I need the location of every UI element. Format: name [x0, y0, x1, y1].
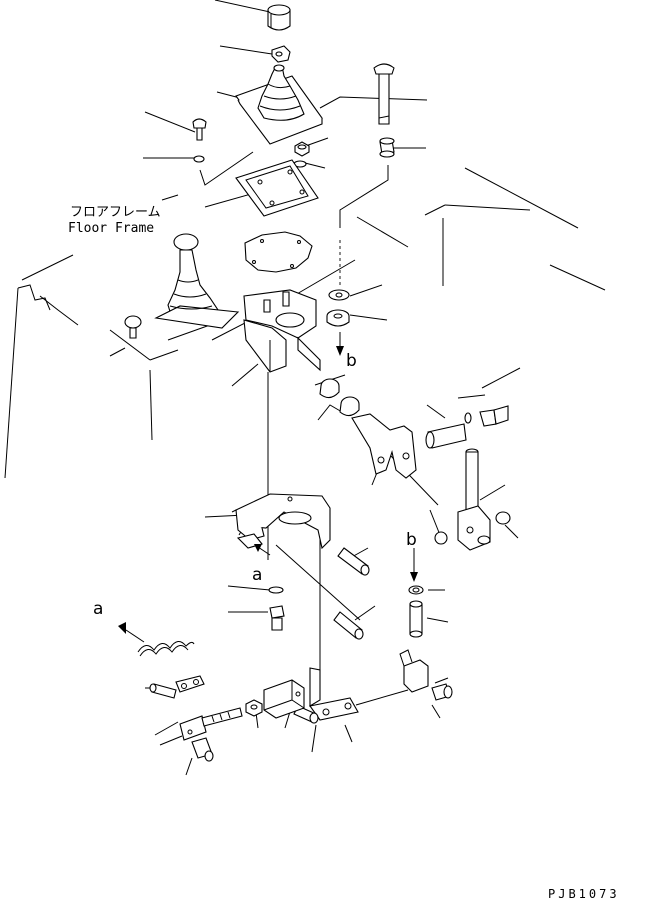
nut: [272, 46, 290, 62]
lever-arm: [176, 676, 204, 692]
long-bolt: [374, 64, 394, 124]
floor-frame-label-jp: フロアフレーム: [70, 205, 161, 220]
block: [264, 680, 304, 718]
bolt: [270, 606, 284, 630]
nut: [295, 142, 309, 156]
bolt: [480, 406, 508, 426]
control-lever: [156, 234, 238, 328]
floor-frame-label-en: Floor Frame: [68, 221, 154, 236]
bushing: [340, 397, 359, 416]
adjuster-rod: [180, 708, 242, 740]
pin: [334, 612, 363, 639]
boot-plate: [236, 160, 318, 216]
small-knob: [125, 316, 141, 338]
return-spring: [138, 641, 194, 656]
bolt: [192, 738, 213, 761]
arrow-a-mid: [254, 544, 270, 555]
washer: [329, 290, 349, 300]
washer: [465, 413, 471, 423]
arrow-a-left: [118, 622, 144, 642]
ref-a-mid: a: [252, 565, 262, 585]
nut: [327, 310, 349, 326]
grommet: [380, 138, 394, 157]
ref-b-side: b: [406, 530, 417, 550]
pin: [150, 684, 176, 698]
pin: [338, 548, 369, 575]
bushing: [320, 379, 339, 398]
lever-plate: [310, 668, 358, 720]
control-rod: [458, 449, 490, 550]
pin: [426, 424, 466, 448]
bushing: [496, 512, 510, 524]
leader-lines: [143, 0, 605, 775]
washer: [269, 587, 283, 593]
base-bracket: [232, 494, 330, 548]
ref-a-left: a: [93, 599, 103, 619]
nut: [246, 700, 262, 716]
seal-plate: [245, 232, 312, 272]
bolt: [432, 684, 452, 700]
washer: [194, 156, 204, 162]
lever-knob: [268, 5, 290, 30]
yoke: [352, 414, 416, 478]
rubber-boot: [236, 65, 322, 144]
rod-end: [410, 601, 422, 637]
drawing-code: PJB1073: [548, 887, 620, 901]
clevis: [400, 650, 428, 692]
ref-b-top: b: [346, 351, 357, 371]
floor-frame-outline: [5, 195, 210, 478]
main-bracket: [244, 290, 320, 372]
arrow-b-side: [410, 548, 418, 582]
small-bolt: [193, 119, 206, 140]
nut: [409, 586, 423, 594]
bushing: [435, 532, 447, 544]
arrow-b-top: [336, 332, 344, 356]
